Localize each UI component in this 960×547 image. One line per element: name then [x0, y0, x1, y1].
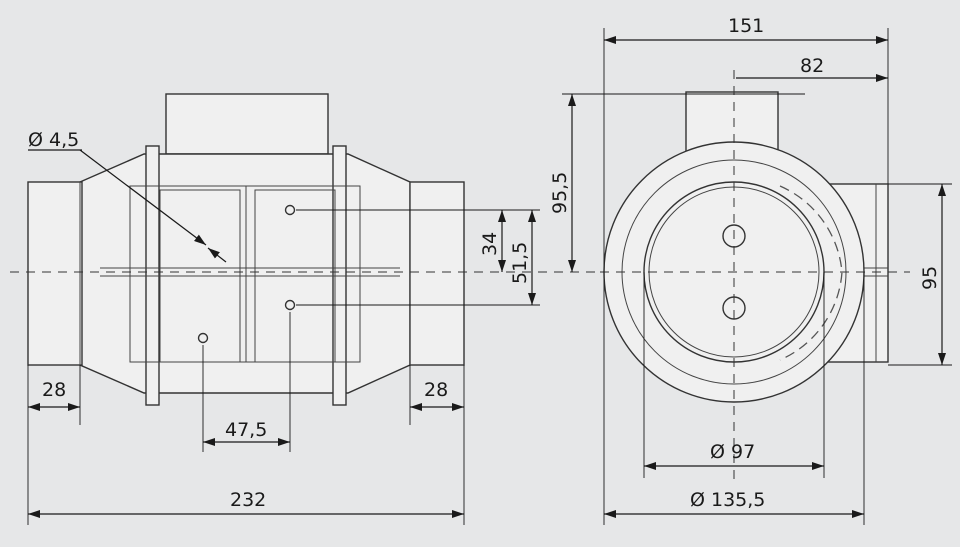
right-collar: [409, 181, 465, 366]
mounting-hole: [284, 204, 296, 216]
front-view: 151 82 95,5 95 Ø 97 Ø 135,5: [549, 15, 952, 525]
terminal-offset-label: 82: [800, 55, 824, 77]
terminal-box: [165, 93, 329, 155]
outlet-height-label: 95: [919, 266, 941, 290]
left-collar-length-label: 28: [42, 379, 66, 401]
height-to-top-label: 95,5: [549, 172, 571, 214]
overall-length-label: 232: [230, 489, 266, 511]
hole-offset-lower-label: 51,5: [509, 242, 531, 284]
side-view: Ø 4,5 28 28 47,5 232 34 51,5: [10, 93, 600, 525]
volute-hidden-line: [779, 185, 843, 361]
mounting-hole: [197, 332, 209, 344]
mounting-hole: [284, 299, 296, 311]
hole-spacing-label: 47,5: [225, 419, 267, 441]
hole-diameter-label: Ø 4,5: [28, 129, 79, 151]
right-collar-length-label: 28: [424, 379, 448, 401]
hole-offset-upper-label: 34: [479, 232, 501, 256]
outer-diameter-label: Ø 135,5: [690, 489, 765, 511]
overall-width-label: 151: [728, 15, 764, 37]
left-collar: [27, 181, 83, 366]
inner-diameter-label: Ø 97: [710, 441, 755, 463]
